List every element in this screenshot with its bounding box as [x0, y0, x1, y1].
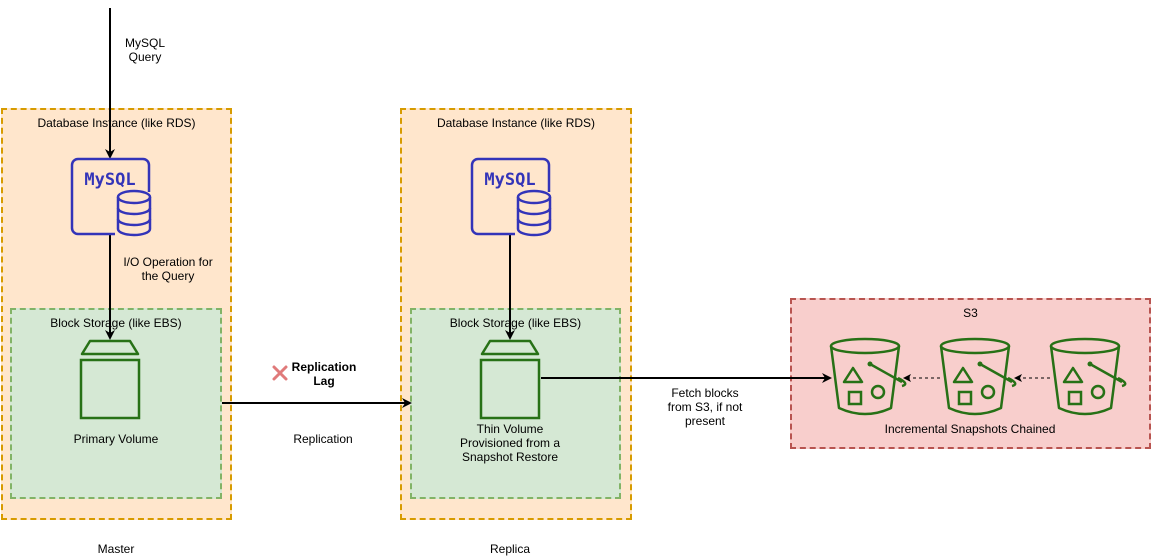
bucket-icon-1: [829, 337, 907, 416]
replication-label: Replication: [293, 432, 353, 446]
master-footer: Master: [97, 542, 135, 556]
replication-lag-label: Replication Lag: [291, 360, 357, 388]
bucket-icon-3: [1049, 337, 1127, 416]
s3-title: S3: [963, 306, 978, 320]
io-operation-label: I/O Operation for the Query: [123, 255, 213, 283]
thin-volume-label: Thin Volume Provisioned from a Snapshot …: [459, 422, 561, 464]
snapshots-label: Incremental Snapshots Chained: [884, 422, 1056, 436]
primary-volume-icon: [79, 339, 141, 420]
master-mysql-icon: MySQL: [70, 157, 155, 238]
lag-x-icon: [272, 365, 288, 381]
replica-storage-label: Block Storage (like EBS): [449, 316, 582, 330]
bucket-icon-2: [939, 337, 1017, 416]
fetch-label: Fetch blocks from S3, if not present: [667, 386, 743, 428]
primary-volume-label: Primary Volume: [73, 432, 159, 446]
svg-text:MySQL: MySQL: [484, 170, 535, 190]
thin-volume-icon: [479, 339, 541, 420]
master-storage-label: Block Storage (like EBS): [50, 316, 182, 330]
master-instance-label: Database Instance (like RDS): [37, 116, 196, 130]
svg-text:MySQL: MySQL: [84, 170, 135, 190]
replica-instance-label: Database Instance (like RDS): [436, 116, 596, 130]
replica-mysql-icon: MySQL: [470, 157, 555, 238]
query-label: MySQL Query: [124, 36, 165, 64]
replica-footer: Replica: [489, 542, 531, 556]
